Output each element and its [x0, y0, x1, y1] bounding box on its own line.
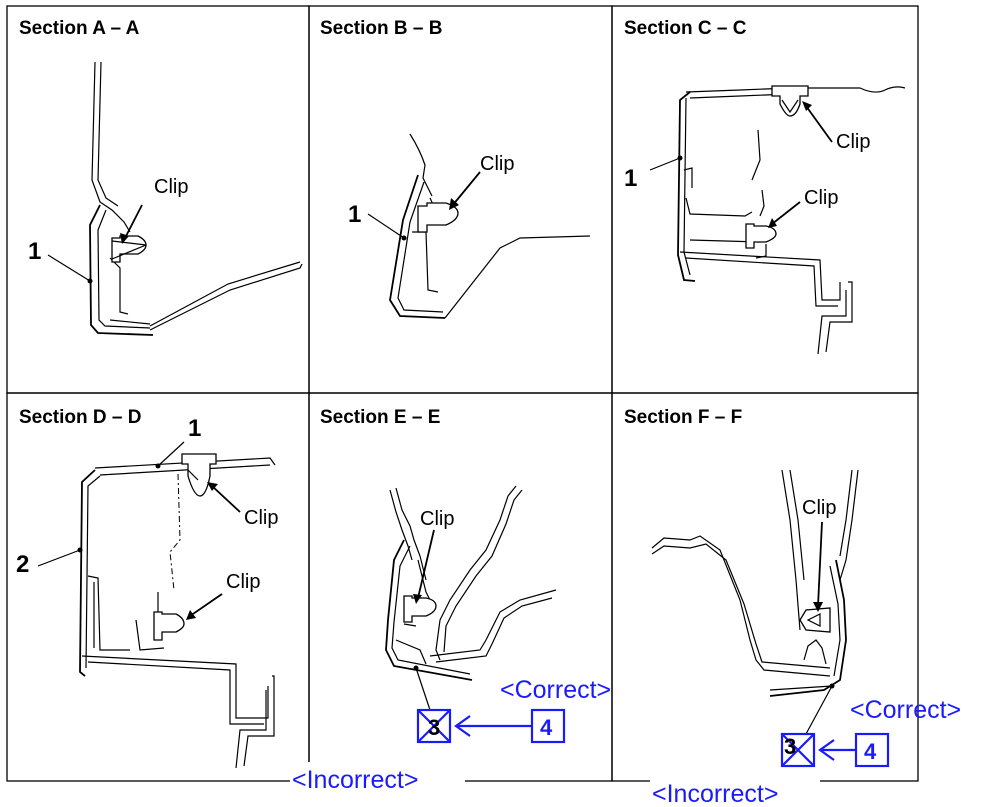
section-e-incorrect-label: <Incorrect>: [292, 766, 418, 794]
section-b-title: Section B – B: [320, 18, 442, 39]
section-b-drawing: Clip 1: [348, 133, 591, 319]
section-d-title: Section D – D: [19, 407, 141, 428]
section-d-clip-label-1: Clip: [244, 507, 278, 529]
section-e-clip-label: Clip: [420, 508, 454, 530]
section-e-correct-label: <Correct>: [500, 676, 611, 704]
section-c-title: Section C – C: [624, 18, 747, 39]
section-e-drawing: Clip: [385, 485, 557, 711]
section-a-drawing: Clip 1: [28, 61, 303, 336]
section-b-part-1: 1: [348, 201, 361, 228]
section-d-part-1: 1: [188, 415, 201, 442]
section-e-annotation: 3 4 <Correct> <Incorrect>: [290, 676, 611, 796]
section-e-box-4: 4: [540, 715, 553, 740]
section-f-incorrect-label: <Incorrect>: [652, 780, 778, 807]
section-f-box-4: 4: [864, 739, 877, 764]
section-f-box-3: 3: [784, 734, 796, 759]
section-e-title: Section E – E: [320, 407, 440, 428]
section-c-clip-label-2: Clip: [804, 187, 838, 209]
section-a-part-1: 1: [28, 238, 41, 265]
section-f-correct-label: <Correct>: [850, 696, 961, 724]
section-b-clip-label: Clip: [480, 153, 514, 175]
section-a-title: Section A – A: [19, 18, 140, 39]
section-a-clip-label: Clip: [154, 176, 188, 198]
section-d-part-2: 2: [16, 551, 29, 578]
section-f-drawing: Clip: [651, 469, 859, 735]
section-c-drawing: Clip Clip 1: [624, 85, 906, 355]
section-f-clip-label: Clip: [802, 497, 836, 519]
panel-frames: [6, 5, 919, 782]
section-f-title: Section F – F: [624, 407, 742, 428]
section-c-clip-label-1: Clip: [836, 131, 870, 153]
section-f-annotation: 3 4 <Correct> <Incorrect>: [650, 696, 961, 807]
section-c-part-1: 1: [624, 165, 637, 192]
section-d-drawing: Clip Clip 1 2: [16, 415, 278, 769]
section-e-box-3: 3: [428, 715, 440, 740]
section-d-clip-label-2: Clip: [226, 571, 260, 593]
